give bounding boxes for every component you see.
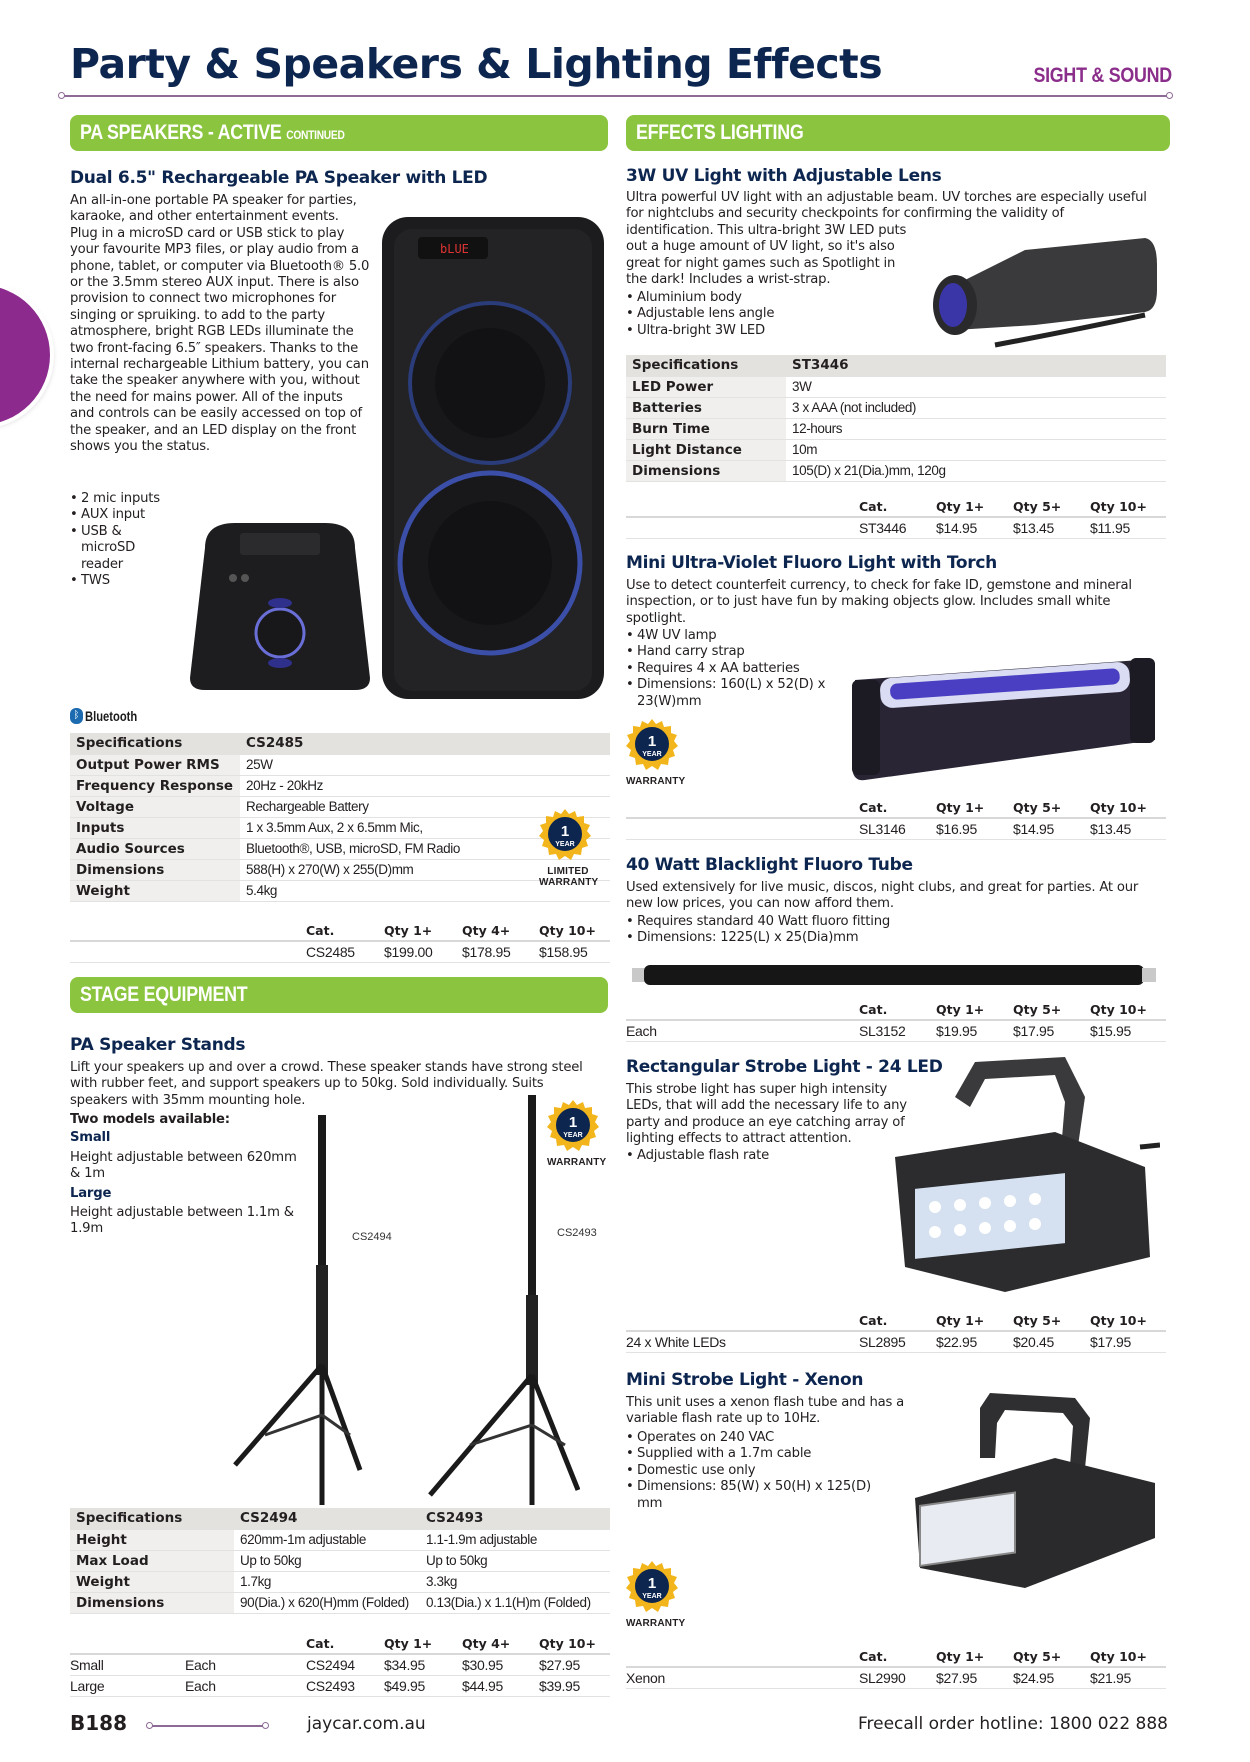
svg-text:YEAR: YEAR (642, 751, 661, 758)
fluoro-torch-bullets: 4W UV lamp Hand carry strap Requires 4 x… (626, 628, 826, 710)
uv-light-description-1: Ultra powerful UV light with an adjustab… (626, 190, 1147, 222)
image-label-cs2493: CS2493 (557, 1227, 597, 1239)
order-hotline: Freecall order hotline: 1800 022 888 (857, 1714, 1168, 1734)
product-title-blacklight: 40 Watt Blacklight Fluoro Tube (626, 855, 913, 875)
product-title-stands: PA Speaker Stands (70, 1035, 246, 1055)
svg-text:1: 1 (561, 823, 569, 840)
image-label-cs2494: CS2494 (352, 1231, 392, 1243)
blacklight-description: Used extensively for live music, discos,… (626, 880, 1139, 912)
blacklight-tube-image (632, 960, 1162, 990)
uv-light-description-2: identification. This ultra-bright 3W LED… (626, 223, 907, 288)
uv-light-price-table: Cat.Qty 1+Qty 5+Qty 10+ ST3446$14.95$13.… (626, 496, 1166, 539)
svg-text:bLUE: bLUE (440, 242, 469, 256)
fluoro-torch-price-table: Cat.Qty 1+Qty 5+Qty 10+ SL3146$16.95$14.… (626, 797, 1166, 840)
stand-small-image (225, 1115, 365, 1515)
fluoro-torch-image (840, 650, 1160, 790)
rule-dot-right (1166, 92, 1173, 99)
speaker-price-table: Cat.Qty 1+Qty 4+Qty 10+ CS2485$199.00$17… (70, 920, 610, 963)
bullet: TWS (70, 573, 165, 590)
page-title: Party & Speakers & Lighting Effects (70, 40, 883, 88)
rule-dot-left (58, 92, 65, 99)
product-title-uv-light: 3W UV Light with Adjustable Lens (626, 166, 942, 186)
strobe-xenon-image (905, 1388, 1160, 1588)
warranty-badge-fluoro-torch: 1 YEAR WARRANTY (626, 718, 685, 787)
banner-stage-equipment: STAGE EQUIPMENT (70, 977, 608, 1013)
warranty-seal-icon: 1 YEAR (547, 1100, 599, 1151)
footer-rule-dot-right (262, 1722, 269, 1729)
strobe-xenon-bullets: Operates on 240 VAC Supplied with a 1.7m… (626, 1430, 896, 1512)
section-tag: SIGHT & SOUND (1033, 64, 1172, 87)
banner-pa-speakers: PA SPEAKERS - ACTIVE CONTINUED (70, 115, 608, 151)
svg-text:1: 1 (648, 1575, 656, 1592)
bluetooth-icon: ᛒ (70, 708, 83, 724)
product-title-fluoro-torch: Mini Ultra-Violet Fluoro Light with Torc… (626, 553, 997, 573)
bullet: AUX input (70, 507, 165, 524)
svg-text:YEAR: YEAR (555, 841, 574, 848)
price-row: SL3146$16.95$14.95$13.45 (626, 818, 1166, 840)
warranty-seal-icon: 1 YEAR (626, 719, 678, 770)
warranty-seal-icon: 1 YEAR (626, 1561, 678, 1612)
page-number: B188 (70, 1711, 127, 1735)
strobe-led-image (885, 1057, 1161, 1292)
warranty-seal-icon: 1 YEAR (539, 809, 591, 860)
stands-description: Lift your speakers up and over a crowd. … (70, 1060, 583, 1108)
speaker-description: An all-in-one portable PA speaker for pa… (70, 193, 370, 455)
warranty-badge-limited: 1 YEAR LIMITED WARRANTY (539, 808, 598, 888)
svg-text:YEAR: YEAR (563, 1132, 582, 1139)
speaker-bullets: 2 mic inputs AUX input USB & microSD rea… (70, 491, 165, 590)
stand-large-image (410, 1095, 581, 1515)
fluoro-torch-description: Use to detect counterfeit currency, to c… (626, 578, 1132, 626)
banner-effects-lighting: EFFECTS LIGHTING (626, 115, 1170, 151)
footer-rule (150, 1725, 265, 1727)
speaker-image: bLUE (378, 213, 608, 703)
stands-models: Two models available: Small Height adjus… (70, 1112, 297, 1237)
strobe-xenon-description: This unit uses a xenon flash tube and ha… (626, 1395, 905, 1427)
warranty-badge-strobe-xenon: 1 YEAR WARRANTY (626, 1560, 685, 1629)
product-title-strobe-led: Rectangular Strobe Light - 24 LED (626, 1057, 943, 1077)
header-rule (62, 95, 1170, 97)
price-row: CS2485$199.00$178.95$158.95 (70, 941, 610, 963)
side-tab (0, 285, 50, 425)
svg-text:1: 1 (569, 1114, 577, 1131)
bullet: USB & microSD reader (70, 524, 165, 573)
uv-torch-image (925, 220, 1165, 350)
footer-rule-dot-left (146, 1722, 153, 1729)
strobe-led-bullets: Adjustable flash rate (626, 1148, 769, 1165)
website-link[interactable]: jaycar.com.au (307, 1714, 426, 1734)
product-title-strobe-xenon: Mini Strobe Light - Xenon (626, 1370, 864, 1390)
warranty-badge-stands: 1 YEAR WARRANTY (547, 1099, 606, 1168)
speaker-top-image (185, 518, 375, 693)
strobe-led-description: This strobe light has super high intensi… (626, 1082, 907, 1147)
uv-light-bullets: Aluminium body Adjustable lens angle Ult… (626, 290, 774, 340)
svg-text:1: 1 (648, 733, 656, 750)
price-row: ST3446$14.95$13.45$11.95 (626, 517, 1166, 539)
bluetooth-logo: ᛒ Bluetooth (70, 708, 150, 724)
bullet: 2 mic inputs (70, 491, 165, 508)
product-title-speaker: Dual 6.5" Rechargeable PA Speaker with L… (70, 168, 488, 188)
svg-text:YEAR: YEAR (642, 1593, 661, 1600)
blacklight-bullets: Requires standard 40 Watt fluoro fitting… (626, 914, 890, 947)
